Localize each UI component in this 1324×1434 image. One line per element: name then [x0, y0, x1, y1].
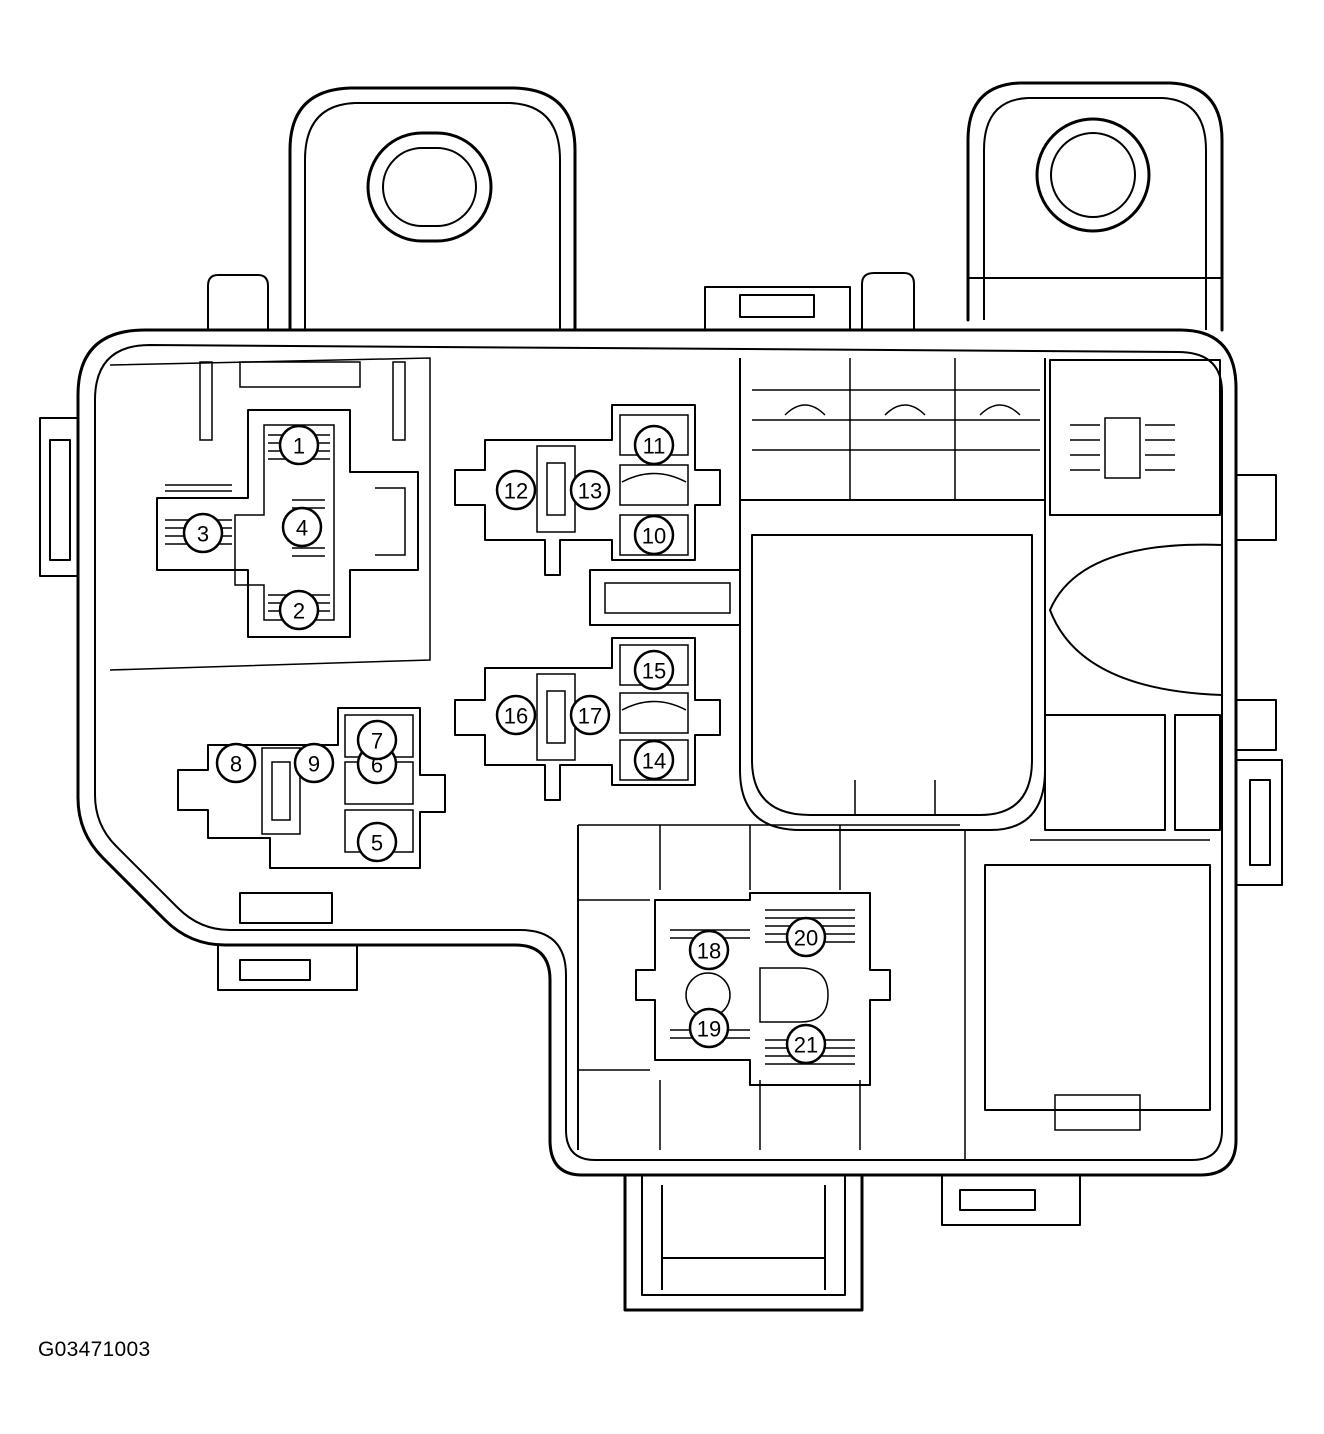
callout-circle — [633, 649, 675, 691]
callout-number: 16 — [504, 704, 528, 729]
callout-number: 1 — [293, 434, 305, 459]
bottom-clips — [217, 892, 1081, 1312]
location-callout-12: 12 — [495, 469, 537, 511]
fuse-grid-bottom — [577, 824, 960, 1150]
top-clips — [207, 272, 915, 330]
location-callout-3: 3 — [182, 512, 224, 554]
location-callout-13: 13 — [569, 469, 611, 511]
location-callout-16: 16 — [495, 694, 537, 736]
callout-circle — [569, 694, 611, 736]
callout-circle — [569, 469, 611, 511]
callout-circle — [356, 821, 398, 863]
bottom-right-cavities — [964, 714, 1221, 1160]
location-callout-14: 14 — [633, 739, 675, 781]
callout-number: 15 — [642, 659, 666, 684]
callout-circle — [281, 506, 323, 548]
callout-circle — [278, 424, 320, 466]
location-callout-9: 9 — [293, 742, 335, 784]
callout-number: 5 — [371, 831, 383, 856]
location-callout-1: 1 — [278, 424, 320, 466]
callout-number: 9 — [308, 752, 320, 777]
callout-circle — [633, 739, 675, 781]
mounting-bracket-right — [966, 81, 1224, 332]
callout-number: 20 — [794, 926, 818, 951]
location-callout-21: 21 — [785, 1023, 827, 1065]
relay-socket-5 — [635, 892, 891, 1086]
callout-circle — [633, 514, 675, 556]
location-callout-18: 18 — [688, 929, 730, 971]
location-callout-20: 20 — [785, 916, 827, 958]
location-callout-15: 15 — [633, 649, 675, 691]
large-relay-cavity — [739, 500, 1223, 831]
callout-number: 11 — [643, 434, 666, 459]
location-callout-4: 4 — [281, 506, 323, 548]
location-callout-8: 8 — [215, 742, 257, 784]
callout-number: 4 — [296, 516, 308, 541]
callout-circle — [633, 424, 675, 466]
fuse-row — [739, 358, 1221, 516]
callout-circle — [293, 742, 335, 784]
callout-circle — [215, 742, 257, 784]
location-callout-7: 7 — [356, 719, 398, 761]
side-clips — [39, 417, 1283, 886]
mounting-bracket-left — [288, 86, 577, 332]
center-latch — [589, 569, 741, 626]
callout-circle — [495, 469, 537, 511]
callout-circle — [356, 719, 398, 761]
callout-circle — [278, 589, 320, 631]
callout-circle — [182, 512, 224, 554]
callout-number: 21 — [794, 1033, 818, 1058]
callout-number: 19 — [697, 1017, 721, 1042]
callout-number: 2 — [293, 599, 305, 624]
callout-circle — [495, 694, 537, 736]
relay-socket-2 — [177, 707, 446, 869]
location-callout-5: 5 — [356, 821, 398, 863]
callout-number: 7 — [371, 729, 383, 754]
callout-circle — [785, 1023, 827, 1065]
location-callout-10: 10 — [633, 514, 675, 556]
callout-circle — [688, 929, 730, 971]
callout-number: 17 — [578, 704, 602, 729]
callout-number: 12 — [504, 479, 528, 504]
callout-number: 14 — [642, 749, 666, 774]
location-callout-11: 11 — [633, 424, 675, 466]
callout-circle — [785, 916, 827, 958]
callout-number: 18 — [697, 939, 721, 964]
figure-code: G03471003 — [38, 1338, 151, 1361]
callout-number: 13 — [578, 479, 602, 504]
location-callout-17: 17 — [569, 694, 611, 736]
callout-circle — [688, 1007, 730, 1049]
location-callout-2: 2 — [278, 589, 320, 631]
callout-number: 8 — [230, 752, 242, 777]
callout-number: 3 — [197, 522, 209, 547]
callout-number: 10 — [642, 524, 666, 549]
location-callout-19: 19 — [688, 1007, 730, 1049]
